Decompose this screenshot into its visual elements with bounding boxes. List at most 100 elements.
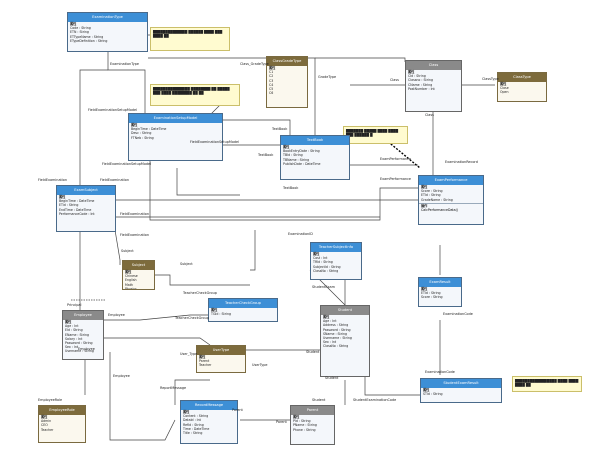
assoc-label: Subject bbox=[180, 262, 193, 266]
assoc-label: TeacherCheckGroup bbox=[183, 291, 217, 295]
attribute-row: Open bbox=[500, 90, 509, 95]
assoc-label: FieldExaminationSetupModel bbox=[88, 108, 138, 112]
attributes-section-title: 属性 bbox=[408, 70, 415, 74]
attribute-row: EndTime : DateTime bbox=[59, 207, 92, 212]
assoc-label: Principal bbox=[67, 303, 82, 307]
attribute-row: TGId : String bbox=[211, 312, 231, 317]
attribute-row: TBId : String bbox=[283, 153, 303, 158]
assoc-label: Subject bbox=[121, 249, 134, 253]
attribute-row: Classno : String bbox=[408, 78, 433, 83]
attribute-row: SubjectId : String bbox=[313, 264, 341, 269]
attribute-row: TBName : String bbox=[283, 157, 310, 162]
attribute-row: Password : String bbox=[65, 341, 93, 346]
attribute-row: Desc : String bbox=[131, 131, 152, 136]
assoc-label: ExamPerformance bbox=[380, 157, 412, 161]
assoc-label: Student bbox=[325, 376, 339, 380]
assoc-label: FieldExamination bbox=[100, 178, 130, 182]
attributes-section-title: 属性 bbox=[500, 82, 507, 86]
attributes-section-title: 属性 bbox=[423, 388, 430, 392]
attribute-row: PublishDate : DateTime bbox=[283, 161, 321, 166]
assoc-label: FieldExaminationSetupModel bbox=[190, 140, 240, 144]
assoc-label: Parent bbox=[276, 420, 287, 424]
assoc-label: ExaminationType bbox=[110, 62, 139, 66]
attributes-section-title: 属性 bbox=[41, 415, 48, 419]
assoc-label: User_Type bbox=[180, 352, 198, 356]
assoc-label: Class_GradeType bbox=[240, 62, 269, 66]
assoc-label: TextBook bbox=[272, 127, 288, 131]
attributes-section-title: 属性 bbox=[211, 308, 218, 312]
attribute-row: BookEntryDate : String bbox=[283, 149, 320, 154]
assoc-label: Employee bbox=[108, 313, 125, 317]
class-title: Employee bbox=[63, 311, 103, 320]
attribute-row: C3 bbox=[269, 78, 274, 83]
class-title: TeacherSubjectInfo bbox=[311, 243, 361, 252]
attributes-section-title: 属性 bbox=[421, 185, 428, 189]
assoc-label: Employee bbox=[78, 347, 95, 351]
attribute-row: C2 bbox=[269, 74, 274, 79]
assoc-label: FieldExaminationSetupModel bbox=[102, 162, 152, 166]
assoc-label: FieldExamination bbox=[120, 212, 150, 216]
attribute-row: GradeName : String bbox=[421, 197, 453, 202]
attributes-section-title: 属性 bbox=[323, 315, 330, 319]
attribute-row: Content : String bbox=[183, 414, 209, 419]
attribute-row: RefId : String bbox=[183, 422, 204, 427]
attribute-row: ETTypeName : String bbox=[70, 34, 104, 39]
attribute-row: Sex : Int bbox=[65, 345, 79, 350]
attribute-row: Username : String bbox=[323, 336, 352, 341]
attribute-row: PId : String bbox=[293, 419, 311, 424]
assoc-label: ExaminationID bbox=[288, 232, 313, 236]
attribute-row: Title : String bbox=[183, 431, 203, 436]
attribute-row: STId : String bbox=[423, 392, 443, 397]
assoc-label: EmployeeRole bbox=[38, 398, 63, 402]
attribute-row: Cost : Int bbox=[313, 256, 328, 261]
attribute-row: SName : String bbox=[323, 331, 348, 336]
assoc-label: ExamPerformance bbox=[380, 177, 412, 181]
class-title: ExamResult bbox=[419, 278, 461, 287]
attributes-section-title: 属性 bbox=[313, 252, 320, 256]
attribute-row: Admin bbox=[41, 419, 52, 424]
assoc-label: Class bbox=[390, 78, 399, 82]
attribute-row: Sex : Int bbox=[323, 340, 337, 345]
class-title: Student bbox=[321, 306, 369, 315]
attribute-row: TRId : String bbox=[313, 260, 333, 265]
attribute-row: Phone : String bbox=[293, 427, 316, 432]
attribute-row: Age : Int bbox=[323, 319, 337, 324]
attributes-section-title: 属性 bbox=[70, 22, 77, 26]
assoc-label: ExaminationCode bbox=[443, 312, 473, 316]
assoc-label: TextBook bbox=[258, 153, 274, 157]
attributes-section-title: 属性 bbox=[125, 270, 132, 274]
class-title: ExamSubject bbox=[57, 186, 115, 195]
attribute-row: English bbox=[125, 278, 137, 283]
attribute-row: PostNumber : Int bbox=[408, 86, 435, 91]
attribute-row: FTNeb : String bbox=[131, 135, 154, 140]
attributes-section-title: 属性 bbox=[131, 123, 138, 127]
attribute-row: ClassNo : String bbox=[313, 268, 339, 273]
note-setup-model: ███████████████ ████████ ██ █████ ███ ██… bbox=[150, 84, 240, 106]
attribute-row: C4 bbox=[269, 82, 274, 87]
attributes-section-title: 属性 bbox=[269, 66, 276, 70]
class-title: Class bbox=[406, 61, 461, 70]
assoc-label: ExaminationCode bbox=[425, 370, 455, 374]
class-title: ExamPerformance bbox=[419, 176, 483, 185]
attribute-row: Teacher bbox=[199, 363, 212, 368]
attribute-row: Salary : Int bbox=[65, 336, 83, 341]
attribute-row: ETId : String bbox=[421, 291, 441, 296]
assoc-label: TeacherCheckGroup bbox=[175, 316, 209, 320]
attribute-row: Username : String bbox=[65, 349, 94, 354]
assoc-label: Employee bbox=[113, 374, 130, 378]
assoc-label: ClassType bbox=[482, 77, 499, 81]
assoc-label: GradeType bbox=[318, 75, 337, 79]
attribute-row: CEO bbox=[41, 423, 48, 428]
attribute-row: EId : String bbox=[65, 328, 83, 333]
attribute-row: ETypeDefinition : String bbox=[70, 38, 108, 43]
